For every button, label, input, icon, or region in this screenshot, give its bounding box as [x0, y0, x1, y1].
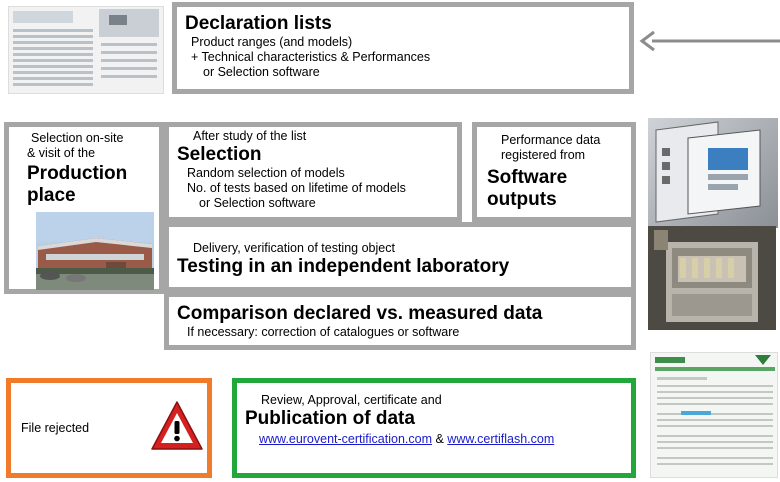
- comparison-box: Comparison declared vs. measured data If…: [164, 292, 636, 350]
- comparison-title: Comparison declared vs. measured data: [177, 303, 543, 324]
- publication-pre: Review, Approval, certificate and: [261, 393, 442, 407]
- testing-box: Delivery, verification of testing object…: [164, 222, 636, 292]
- production-title-2: place: [27, 185, 76, 206]
- warning-triangle-icon: [151, 401, 203, 450]
- production-line-1: Selection on-site: [31, 131, 124, 145]
- selection-line-3: or Selection software: [199, 196, 316, 210]
- declaration-line-1: Product ranges (and models): [191, 35, 353, 49]
- software-line-2: registered from: [501, 148, 586, 162]
- declaration-line-2: + Technical characteristics & Performanc…: [191, 50, 431, 64]
- production-building-photo: [36, 212, 154, 290]
- software-screenshot: [648, 118, 778, 228]
- declaration-line-3: or Selection software: [203, 65, 320, 79]
- publication-box: Review, Approval, certificate and Public…: [232, 378, 636, 478]
- software-title-1: Software: [487, 167, 568, 188]
- ampersand: &: [435, 432, 444, 446]
- production-line-2: & visit of the: [27, 146, 96, 160]
- selection-line-1: Random selection of models: [187, 166, 345, 180]
- testing-pre: Delivery, verification of testing object: [193, 241, 395, 255]
- file-rejected-label: File rejected: [21, 421, 90, 435]
- selection-title: Selection: [177, 144, 262, 165]
- website-screenshot: [650, 352, 778, 478]
- comparison-line-1: If necessary: correction of catalogues o…: [187, 325, 460, 339]
- production-title-1: Production: [27, 163, 128, 184]
- declaration-list-thumbnail: [8, 6, 164, 94]
- software-line-1: Performance data: [501, 133, 601, 147]
- left-arrow-icon: [639, 30, 780, 52]
- eurovent-link[interactable]: www.eurovent-certification.com: [259, 432, 432, 446]
- declaration-lists-box: Declaration lists Product ranges (and mo…: [172, 2, 634, 94]
- testing-machine-photo: [648, 226, 776, 330]
- software-outputs-box: Performance data registered from Softwar…: [472, 122, 636, 222]
- file-rejected-box: File rejected: [6, 378, 212, 478]
- software-title-2: outputs: [487, 189, 557, 210]
- selection-pre: After study of the list: [193, 129, 307, 143]
- selection-box: After study of the list Selection Random…: [164, 122, 462, 222]
- selection-line-2: No. of tests based on lifetime of models: [187, 181, 406, 195]
- testing-title: Testing in an independent laboratory: [177, 256, 510, 277]
- publication-title: Publication of data: [245, 408, 415, 429]
- certiflash-link[interactable]: www.certiflash.com: [447, 432, 555, 446]
- declaration-title: Declaration lists: [185, 13, 332, 34]
